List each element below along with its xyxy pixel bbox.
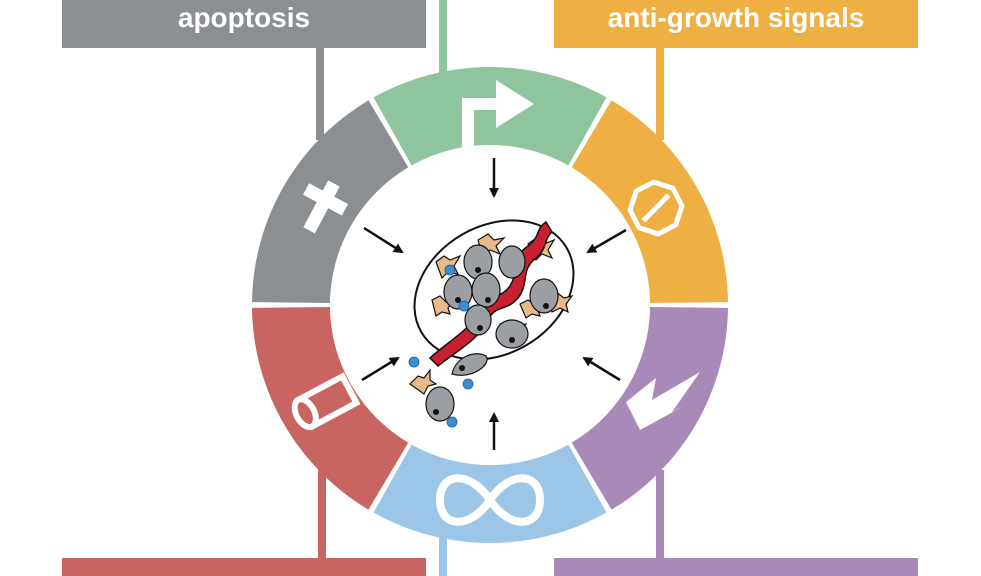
arrow-from-lower-right — [582, 356, 621, 382]
angiogenesis-segment — [252, 306, 409, 510]
growth-segment — [373, 66, 607, 166]
bent-arrow-icon — [462, 80, 534, 150]
tumor-nuclei — [433, 267, 549, 415]
stop-sign-icon — [627, 179, 685, 237]
vessel-tube-icon — [291, 372, 361, 431]
zigzag-icon — [626, 372, 700, 430]
arrow-from-lower-left — [361, 356, 400, 382]
anti-growth-segment — [571, 100, 728, 304]
invasion-label-box — [554, 558, 918, 576]
anti-growth-label-box: anti-growth signals — [554, 0, 918, 48]
tumor-illustration — [408, 219, 575, 428]
anti-growth-label: anti-growth signals — [607, 2, 865, 33]
cross-icon — [301, 179, 348, 235]
tumor-cells — [425, 244, 559, 422]
immune-cells — [408, 264, 474, 428]
apoptosis-label-box: apoptosis — [62, 0, 426, 48]
arrows-group — [361, 158, 627, 450]
angiogenesis-label-box — [62, 558, 426, 576]
infinity-icon — [435, 474, 545, 526]
arrow-from-upper-left — [363, 226, 404, 254]
arrow-from-upper-right — [586, 228, 627, 254]
apoptosis-label: apoptosis — [177, 2, 311, 33]
